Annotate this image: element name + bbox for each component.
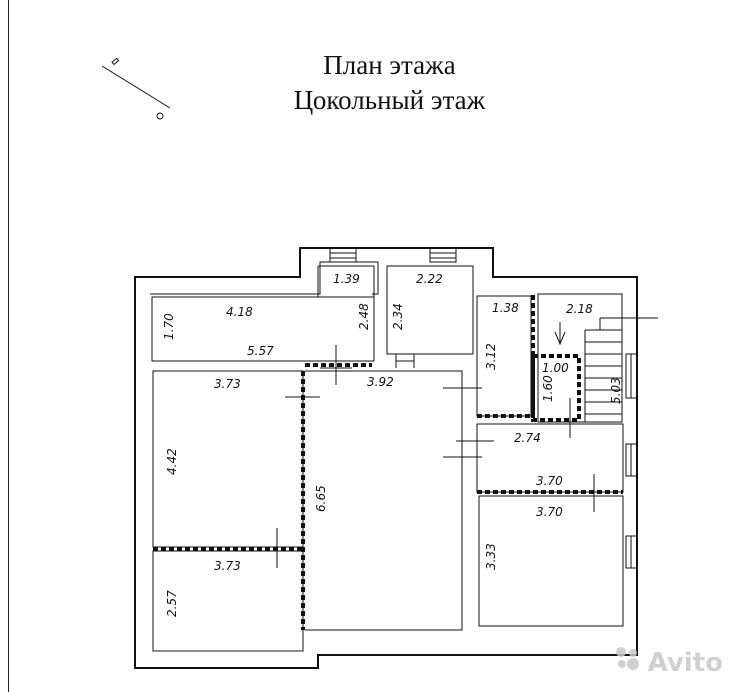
plan-title: План этажа bbox=[323, 50, 456, 80]
stair-arrow bbox=[554, 322, 566, 346]
room-222 bbox=[386, 265, 474, 355]
dim-corridor-bottom-width: 5.57 bbox=[247, 344, 274, 358]
dim-room139-height: 2.48 bbox=[357, 303, 371, 330]
avito-watermark: Avito bbox=[647, 648, 723, 678]
room-hall bbox=[305, 370, 463, 631]
dim-room139-width: 1.39 bbox=[333, 272, 360, 286]
dim-room222-width: 2.22 bbox=[416, 272, 443, 286]
dim-right-corridor-width: 2.74 bbox=[514, 431, 541, 445]
room-bottom-left bbox=[152, 550, 304, 652]
dim-right-room-top-width: 3.70 bbox=[536, 474, 563, 488]
dim-bottom-left-width: 3.73 bbox=[214, 559, 241, 573]
dim-small-room-height: 1.60 bbox=[541, 375, 555, 402]
stair-treads bbox=[584, 317, 658, 422]
top-left-steps bbox=[329, 247, 357, 263]
dim-bottom-left-height: 2.57 bbox=[165, 590, 179, 617]
page-edge-line bbox=[8, 0, 9, 692]
avito-logo-icon bbox=[616, 647, 639, 670]
dim-right-room-height: 3.33 bbox=[484, 543, 498, 570]
dim-hall-height: 6.65 bbox=[314, 485, 328, 512]
dim-left-room-height: 4.42 bbox=[165, 448, 179, 475]
dim-room222-height: 2.34 bbox=[391, 303, 405, 330]
compass-mark bbox=[101, 57, 171, 120]
right-windows bbox=[625, 353, 638, 569]
dim-left-room-width: 3.73 bbox=[214, 377, 241, 391]
dim-small-room-width: 1.00 bbox=[542, 361, 569, 375]
dim-right-room-width: 3.70 bbox=[536, 505, 563, 519]
top-right-steps bbox=[429, 247, 457, 263]
dim-corridor-height: 1.70 bbox=[162, 313, 176, 340]
small-room bbox=[531, 354, 581, 422]
room-222-door-steps bbox=[395, 354, 415, 368]
dim-corridor-top-width: 4.18 bbox=[226, 305, 253, 319]
dim-room138-height: 3.12 bbox=[484, 343, 498, 370]
dim-hall-width: 3.92 bbox=[367, 375, 394, 389]
dim-stair-width: 2.18 bbox=[566, 302, 593, 316]
door-ticks bbox=[276, 345, 595, 568]
outer-wall bbox=[134, 247, 638, 669]
dim-stair-height: 5.03 bbox=[609, 377, 623, 404]
dim-room138-width: 1.38 bbox=[492, 301, 519, 315]
room-right bbox=[478, 495, 624, 627]
plan-subtitle: Цокольный этаж bbox=[293, 85, 486, 115]
